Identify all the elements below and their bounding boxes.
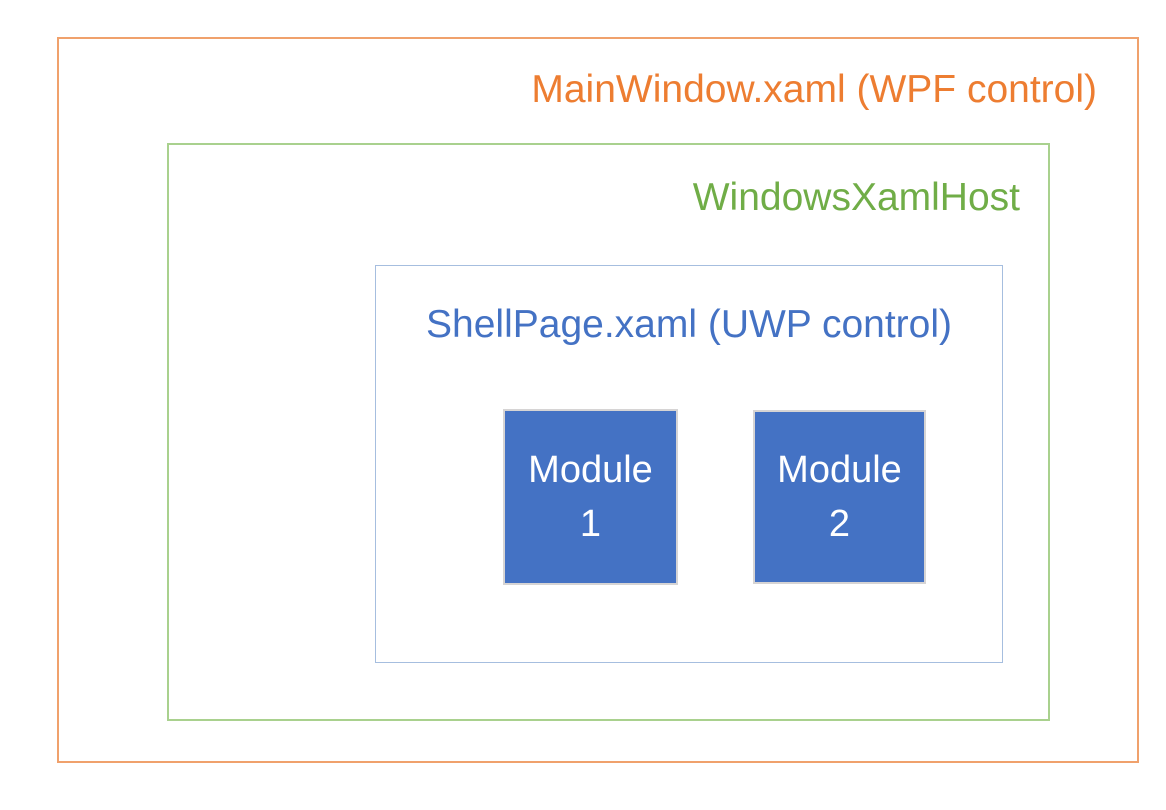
- module-2-label-line2: 2: [828, 503, 851, 545]
- module-1-label-line1: Module: [528, 449, 653, 491]
- module-2-label-line1: Module: [777, 449, 902, 491]
- windows-xaml-host-label: WindowsXamlHost: [692, 176, 1020, 219]
- module-1-box: Module 1: [503, 409, 678, 585]
- shellpage-uwp-box: ShellPage.xaml (UWP control) Module 1 Mo…: [375, 265, 1003, 663]
- shellpage-uwp-label: ShellPage.xaml (UWP control): [426, 303, 952, 346]
- module-2-box: Module 2: [753, 410, 926, 584]
- module-1-label-line2: 1: [579, 503, 602, 545]
- mainwindow-wpf-label: MainWindow.xaml (WPF control): [531, 68, 1097, 111]
- windows-xaml-host-box: WindowsXamlHost ShellPage.xaml (UWP cont…: [167, 143, 1050, 721]
- mainwindow-wpf-box: MainWindow.xaml (WPF control) WindowsXam…: [57, 37, 1139, 763]
